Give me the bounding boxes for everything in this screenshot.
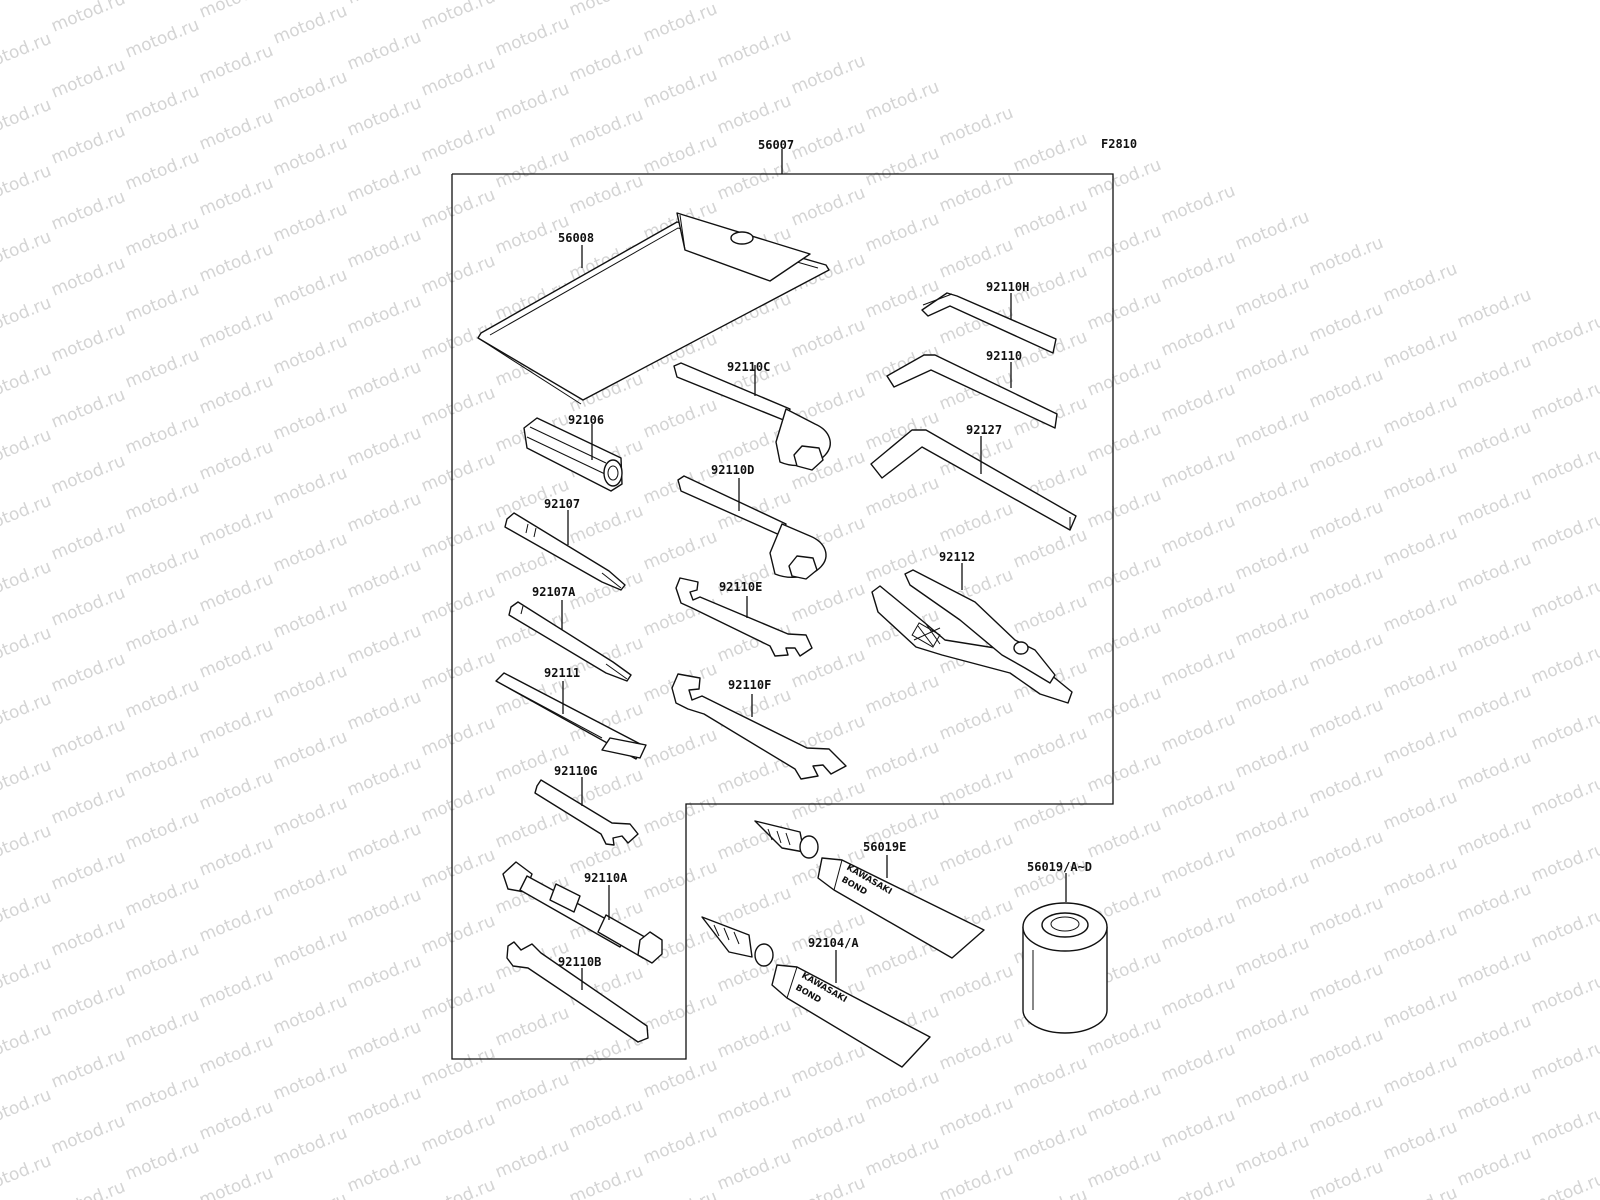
label-pliers: 92112 [939,550,975,564]
label-hook-wrench: 92110B [558,955,601,969]
figure-code: F2810 [1101,137,1137,151]
label-grip: 92106 [568,413,604,427]
label-screwdriver-a: 92107A [532,585,576,599]
open-wrench-e [675,577,813,657]
hex-key [886,354,1058,429]
ring-wrench-d [677,475,827,580]
tool-case [477,212,830,405]
screwdriver-a [508,601,632,682]
screwdriver [504,512,626,591]
hex-key-small [921,292,1057,354]
open-wrench-f [671,673,847,780]
extension-bar [495,672,647,760]
label-bond-e: 56019E [863,840,906,854]
label-small-wrench-g: 92110G [554,764,597,778]
label-hex-key: 92110 [986,349,1022,363]
pliers [871,569,1073,704]
grip-handle [523,417,623,492]
oil-filter [1022,902,1108,1034]
small-wrench-g [534,779,639,846]
label-open-wrench-e: 92110E [719,580,762,594]
plug-wrench [502,861,663,964]
label-ring-wrench-d: 92110D [711,463,754,477]
label-hex-key-h: 92110H [986,280,1029,294]
label-open-wrench-f: 92110F [728,678,771,692]
label-ring-wrench-c: 92110C [727,360,770,374]
hex-key-large [870,429,1077,531]
ring-wrench-c [673,362,831,471]
label-extension-bar: 92111 [544,666,580,680]
label-case: 56008 [558,231,594,245]
label-screwdriver: 92107 [544,497,580,511]
label-kit: 56007 [758,138,794,152]
label-bond-tube: 92104/A [808,936,859,950]
bond-tube-e: KAWASAKI BOND [754,820,985,959]
label-plug-wrench: 92110A [584,871,628,885]
kit-boundary [451,173,1114,1060]
label-hex-key-large: 92127 [966,423,1002,437]
label-oil-filter: 56019/A~D [1027,860,1092,874]
hook-wrench [506,941,649,1043]
